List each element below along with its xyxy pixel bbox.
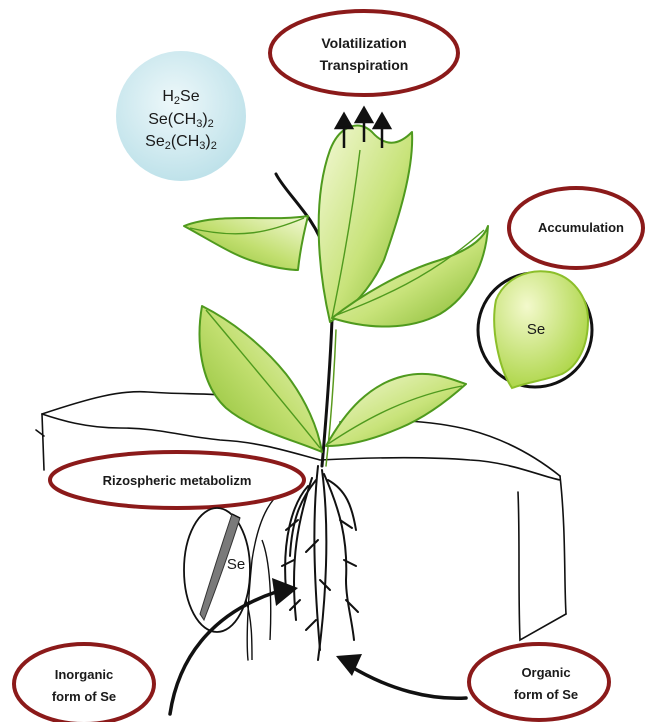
se-root-inset: Se <box>184 508 250 632</box>
se-root-text: Se <box>227 556 245 573</box>
organic-text: Organic <box>521 665 570 680</box>
organic-form-label: Organic form of Se <box>469 644 609 720</box>
inorganic-text: Inorganic <box>55 667 114 682</box>
accumulation-text: Accumulation <box>538 220 624 235</box>
accumulation-label: Accumulation <box>509 188 643 268</box>
lower-right-leaf <box>326 374 466 446</box>
se-accumulation-circle: Se <box>478 271 592 388</box>
compound-dimethyl-selenide: Se(CH3)2 <box>148 111 214 130</box>
soil-left-side <box>42 414 44 470</box>
organic-form-text: form of Se <box>514 687 578 702</box>
volatilization-label: Volatilization Transpiration <box>270 11 458 95</box>
soil-right-inner <box>518 492 566 640</box>
compound-h2se: H2Se <box>162 88 199 107</box>
lower-left-leaf <box>200 306 322 452</box>
leaves <box>184 126 488 452</box>
rhizospheric-label: Rizospheric metabolizm <box>50 452 304 508</box>
inorganic-form-label: Inorganic form of Se <box>14 644 154 722</box>
transpiration-text: Transpiration <box>320 57 409 73</box>
volatilization-arrows <box>336 108 390 148</box>
compound-dimethyl-diselenide: Se2(CH3)2 <box>145 133 217 152</box>
gas-compounds-bubble: H2Se Se(CH3)2 Se2(CH3)2 <box>116 51 246 181</box>
organic-uptake-arrow <box>350 666 466 698</box>
rhizospheric-text: Rizospheric metabolizm <box>103 473 252 488</box>
inorganic-form-text: form of Se <box>52 689 116 704</box>
soil-right-side <box>560 476 566 614</box>
se-leaf-text: Se <box>527 321 545 338</box>
volatilization-text: Volatilization <box>321 35 406 51</box>
